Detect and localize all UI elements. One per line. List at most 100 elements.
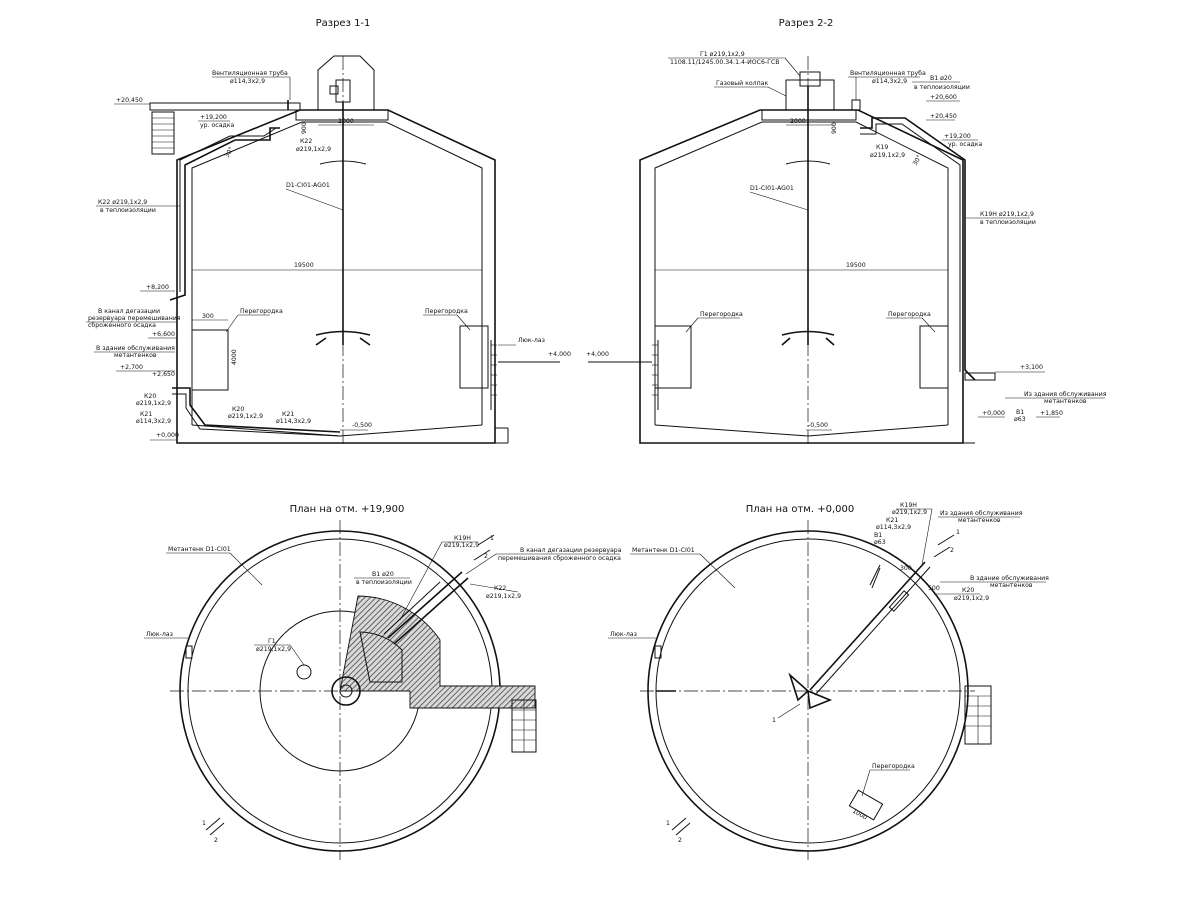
pipe-k22 bbox=[387, 571, 463, 639]
g1-label: Г1 bbox=[268, 638, 276, 645]
vent-pipe-label: Вентиляционная труба bbox=[212, 69, 288, 77]
elev-8200: +8,200 bbox=[146, 284, 169, 291]
from-building-label-1: Из здания обслуживания bbox=[1024, 390, 1107, 398]
partition-left-label: Перегородка bbox=[700, 311, 743, 318]
k22-insul-label: К22 ø219,1х2,9 bbox=[98, 199, 147, 206]
elev-3100: +3,100 bbox=[1020, 364, 1043, 371]
plan-0000-title: План на отм. +0,000 bbox=[746, 504, 854, 515]
partition-right bbox=[459, 325, 489, 389]
k19-label: К19 bbox=[876, 144, 888, 151]
channel-label-1: В канал дегазации bbox=[98, 308, 160, 315]
g1-line-label: Г1 ø219,1х2,9 bbox=[700, 51, 745, 58]
manhole-ladder bbox=[490, 340, 497, 410]
cut-marker-2-top: 2 bbox=[950, 547, 954, 554]
elev-0000: +0,000 bbox=[982, 410, 1005, 417]
k19h-dim: ø219,1х2,9 bbox=[892, 509, 927, 516]
k20b-dim: ø219,1х2,9 bbox=[228, 413, 263, 420]
to-building-label-1: В здание обслуживания bbox=[970, 574, 1049, 582]
from-building-label-2: метантенков bbox=[958, 517, 1001, 524]
mixer-tag: D1-CI01-AG01 bbox=[750, 185, 794, 192]
k19h-label: К19Н ø219,1х2,9 bbox=[980, 211, 1034, 218]
dim-300: 300 bbox=[202, 313, 214, 320]
angle-label: 30° bbox=[223, 146, 235, 159]
gas-dome bbox=[317, 55, 375, 110]
hatch-label: Люк-лаз bbox=[146, 631, 173, 638]
k21-label: К21 bbox=[140, 411, 152, 418]
cut-marker-2-bottom: 2 bbox=[214, 837, 218, 844]
section-1-1: 19500 2000 900 Вентиляционная труба ø114… bbox=[86, 55, 571, 445]
elev-2650: +2,650 bbox=[152, 371, 175, 378]
roof-slab bbox=[761, 109, 857, 121]
stair bbox=[151, 111, 175, 155]
cut-marker-2-bottom: 2 bbox=[678, 837, 682, 844]
sludge-level-label: ур. осадка bbox=[948, 141, 983, 148]
partition-right-label: Перегородка bbox=[425, 308, 468, 315]
partition-label: Перегородка bbox=[872, 763, 915, 770]
pipe-k19 bbox=[860, 117, 976, 381]
plan-19900: Г1 ø219,1х2,9 Метантенк D1-CI01 Люк-лаз … bbox=[144, 520, 622, 860]
cut-marker-1-top: 1 bbox=[490, 535, 494, 542]
dim-1000: 1000 bbox=[851, 808, 868, 822]
insulated-label: в теплоизоляции bbox=[100, 207, 156, 214]
vent-pipe-dim: ø114,3х2,9 bbox=[230, 78, 265, 85]
k20-label: К20 bbox=[962, 587, 974, 594]
k19h-insul-label: в теплоизоляции bbox=[980, 219, 1036, 226]
mixer-propeller bbox=[788, 672, 833, 710]
plan-19900-title: План на отм. +19,900 bbox=[290, 504, 405, 515]
to-building-label-2: метантенков bbox=[114, 352, 157, 359]
channel-label-2: перемешивания сброженного осадка bbox=[498, 554, 621, 562]
hatch-marker bbox=[654, 645, 662, 659]
elev-1850: +1,850 bbox=[1040, 410, 1063, 417]
angle-label: 30° bbox=[911, 154, 923, 167]
section-1-1-title: Разрез 1-1 bbox=[316, 18, 371, 29]
section-2-2: 19500 2000 900 Г1 ø219,1х2,9 1108.11/124… bbox=[586, 51, 1107, 445]
hatch-label: Люк-лаз bbox=[610, 631, 637, 638]
tank-bottom bbox=[654, 424, 949, 437]
cut-marker-1-top: 1 bbox=[956, 529, 960, 536]
tank-inner-wall bbox=[654, 121, 949, 425]
v1-insul-label: в теплоизоляции bbox=[356, 579, 412, 586]
k20-dim: ø219,1х2,9 bbox=[136, 400, 171, 407]
tank-outer-wall bbox=[176, 109, 496, 444]
v1b-dim: ø63 bbox=[1014, 416, 1026, 423]
gas-dome bbox=[785, 79, 835, 110]
k20-label: К20 bbox=[144, 393, 156, 400]
stair bbox=[964, 685, 992, 745]
mixer-tag: 1 bbox=[772, 717, 776, 724]
v1b-label: В1 bbox=[1016, 409, 1024, 416]
v1-dim: ø63 bbox=[874, 539, 886, 546]
elev-19200: +19,200 bbox=[944, 133, 971, 140]
tank-inner-wall bbox=[191, 121, 483, 425]
diameter-label: 19500 bbox=[294, 262, 314, 269]
cut-marker-2-top: 2 bbox=[484, 553, 488, 560]
k21-dim: ø114,3х2,9 bbox=[876, 524, 911, 531]
mixer-tag: D1-CI01-AG01 bbox=[286, 182, 330, 189]
elev-20600: +20,600 bbox=[930, 94, 957, 101]
dim-500: 500 bbox=[928, 585, 940, 592]
k22-label: К22 bbox=[300, 138, 312, 145]
dim-900: 900 bbox=[831, 122, 838, 134]
v1-label: В1 ø20 bbox=[372, 571, 394, 578]
from-building-label-2: метантенков bbox=[1044, 398, 1087, 405]
pipe-k20-k21 bbox=[172, 387, 341, 433]
elev-m0500: -0,500 bbox=[352, 422, 372, 429]
section-2-2-title: Разрез 2-2 bbox=[779, 18, 834, 29]
pipe-k20 bbox=[809, 561, 926, 691]
diameter-label: 19500 bbox=[846, 262, 866, 269]
to-building-label-2: метантенков bbox=[990, 582, 1033, 589]
dim-300: 300 bbox=[900, 565, 912, 572]
roof-slab bbox=[295, 109, 389, 121]
dim-2000: 2000 bbox=[338, 118, 354, 125]
gas-dome-label: Газовый колпак bbox=[716, 79, 768, 87]
roof-platform bbox=[339, 595, 536, 709]
pipe-v1 bbox=[393, 577, 469, 645]
k19-dim: ø219,1х2,9 bbox=[870, 152, 905, 159]
partition-label: Перегородка bbox=[240, 308, 283, 315]
cut-marker-1-bottom: 1 bbox=[202, 820, 206, 827]
elev-4000: +4,000 bbox=[548, 351, 571, 358]
k22-dim: ø219,1х2,9 bbox=[486, 593, 521, 600]
dim-4000: 4000 bbox=[231, 349, 238, 365]
insulated-label: в теплоизоляции bbox=[914, 84, 970, 91]
elev-4000: +4,000 bbox=[586, 351, 609, 358]
